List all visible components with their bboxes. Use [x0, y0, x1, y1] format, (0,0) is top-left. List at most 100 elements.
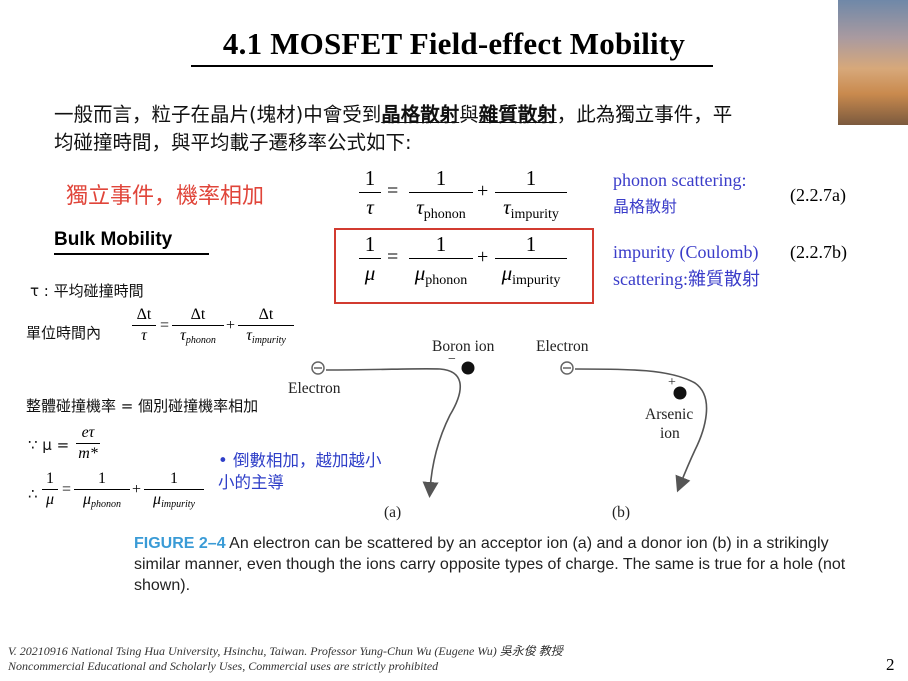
intro-text: 一般而言，粒子在晶片(塊材)中會受到	[54, 103, 382, 126]
total-probability-text: 整體碰撞機率 = 個別碰撞機率相加	[26, 397, 259, 415]
denominator: m*	[78, 445, 98, 462]
impurity-coulomb-label: impurity (Coulomb)	[613, 242, 759, 262]
intro-text: 與	[459, 103, 479, 126]
ion-label: ion	[660, 425, 680, 442]
plus-sign: +	[226, 317, 236, 334]
reciprocal-note-line-2: 小的主導	[218, 473, 284, 492]
subscript: phonon	[91, 499, 122, 510]
tau-symbol: τ	[180, 327, 186, 344]
page-number: 2	[886, 655, 895, 674]
intro-text: ，此為獨立事件，平	[556, 103, 733, 126]
f2-lhs: 1 μ	[42, 470, 58, 509]
panel-b-diagram	[560, 361, 708, 493]
eq-b-term-impurity: 1 μimpurity	[495, 232, 567, 293]
electron-a-label: Electron	[288, 380, 341, 397]
numerator: 1	[170, 470, 178, 487]
numerator: Δt	[136, 306, 152, 323]
subscript: impurity	[512, 273, 561, 289]
trajectory-b	[574, 368, 708, 493]
mobility-sum-formula: 1 μ = 1 μphonon + 1 μimpurity	[42, 470, 212, 520]
numerator: 1	[46, 470, 54, 487]
tau-symbol: τ	[246, 327, 252, 344]
f1-term-phonon: Δt τphonon	[172, 306, 224, 350]
subscript: impurity	[161, 499, 195, 510]
electron-b-label: Electron	[536, 338, 589, 355]
denominator: μ	[364, 261, 376, 286]
equation-b-highlight-box	[334, 228, 594, 304]
mu-symbol: μ	[501, 261, 513, 286]
figure-caption: FIGURE 2–4 An electron can be scattered …	[134, 533, 854, 596]
footer-credit: V. 20210916 National Tsing Hua Universit…	[8, 644, 563, 658]
bulk-mobility-title: Bulk Mobility	[54, 229, 173, 250]
eq-a-term-impurity: 1 τimpurity	[495, 166, 567, 227]
caption-text: An electron can be scattered by an accep…	[134, 535, 846, 594]
impurity-scattering-term: 雜質散射	[478, 103, 557, 126]
eq-a-lhs: 1 τ	[359, 166, 381, 219]
denominator: τ	[141, 327, 147, 344]
equals-sign: =	[160, 317, 170, 334]
arsenic-label: Arsenic	[645, 406, 694, 423]
f2-term-impurity: 1 μimpurity	[144, 470, 204, 514]
subscript: impurity	[510, 207, 559, 223]
reciprocal-note: • 倒數相加，越加越小 小的主導	[218, 450, 381, 494]
lattice-scattering-term: 晶格散射	[381, 103, 460, 126]
slide-title: 4.1 MOSFET Field-effect Mobility	[222, 26, 686, 61]
denominator: τ	[366, 195, 374, 220]
eq-b-term-phonon: 1 μphonon	[409, 232, 473, 293]
equals-sign: =	[387, 246, 399, 268]
subscript: phonon	[185, 335, 216, 346]
title-underline	[191, 65, 713, 67]
caption-label: FIGURE 2–4	[134, 535, 226, 552]
impurity-scattering-label: scattering:雜質散射	[613, 269, 760, 289]
mu-symbol: μ	[153, 491, 162, 508]
mu-symbol: μ	[82, 491, 92, 508]
plus-sign: +	[477, 180, 489, 202]
eq-a-term-phonon: 1 τphonon	[409, 166, 473, 227]
boron-ion-label: Boron ion	[432, 338, 495, 355]
independent-events-label: 獨立事件，機率相加	[66, 184, 265, 209]
plus-sign: +	[477, 246, 489, 268]
phonon-scattering-label: phonon scattering:	[613, 170, 747, 190]
mu-fraction: eτ m*	[76, 424, 100, 463]
f1-lhs: Δt τ	[132, 306, 156, 345]
collision-frequency-formula: Δt τ = Δt τphonon + Δt τimpurity	[128, 306, 308, 356]
arsenic-ion-icon	[673, 386, 687, 400]
subscript: impurity	[251, 335, 286, 346]
mu-symbol: μ	[414, 261, 426, 286]
numerator: 1	[525, 232, 537, 256]
eq-b-lhs: 1 μ	[359, 232, 381, 285]
tau-symbol: τ	[416, 195, 424, 220]
numerator: 1	[364, 166, 376, 190]
numerator: 1	[364, 232, 376, 256]
subscript: phonon	[425, 273, 468, 289]
intro-line-1: 一般而言，粒子在晶片(塊材)中會受到晶格散射與雜質散射，此為獨立事件，平	[54, 98, 732, 127]
numerator: 1	[525, 166, 537, 190]
tau-symbol: τ	[503, 195, 511, 220]
arsenic-plus-sign: +	[668, 375, 676, 390]
footer-notice: Noncommercial Educational and Scholarly …	[8, 659, 439, 673]
because-mu-equals: ∵ μ =	[28, 436, 70, 454]
equals-sign: =	[62, 481, 72, 498]
equation-number-b: (2.2.7b)	[790, 242, 847, 262]
equals-sign: =	[387, 180, 399, 202]
numerator: 1	[435, 232, 447, 256]
equation-a: 1 τ = 1 τphonon + 1 τimpurity	[355, 166, 595, 226]
equation-number-a: (2.2.7a)	[790, 185, 846, 205]
lattice-scattering-label: 晶格散射	[613, 197, 678, 216]
electron-b-icon	[560, 361, 574, 375]
subscript: phonon	[423, 207, 466, 223]
therefore-symbol: ∴	[28, 485, 38, 503]
panel-a-diagram	[311, 361, 475, 498]
unit-time-label: 單位時間內	[26, 324, 102, 342]
numerator: eτ	[81, 424, 95, 441]
tau-definition: τ : 平均碰撞時間	[30, 282, 144, 300]
intro-line-2: 均碰撞時間，與平均載子遷移率公式如下:	[54, 131, 412, 154]
numerator: Δt	[190, 306, 206, 323]
reciprocal-note-line-1: • 倒數相加，越加越小	[218, 451, 382, 470]
boron-ion-icon	[461, 361, 475, 375]
equation-b: 1 μ = 1 μphonon + 1 μimpurity	[355, 232, 595, 292]
f1-term-impurity: Δt τimpurity	[238, 306, 294, 350]
panel-b-label: (b)	[612, 504, 631, 521]
bulk-title-underline	[54, 253, 209, 255]
plus-sign: +	[132, 481, 142, 498]
